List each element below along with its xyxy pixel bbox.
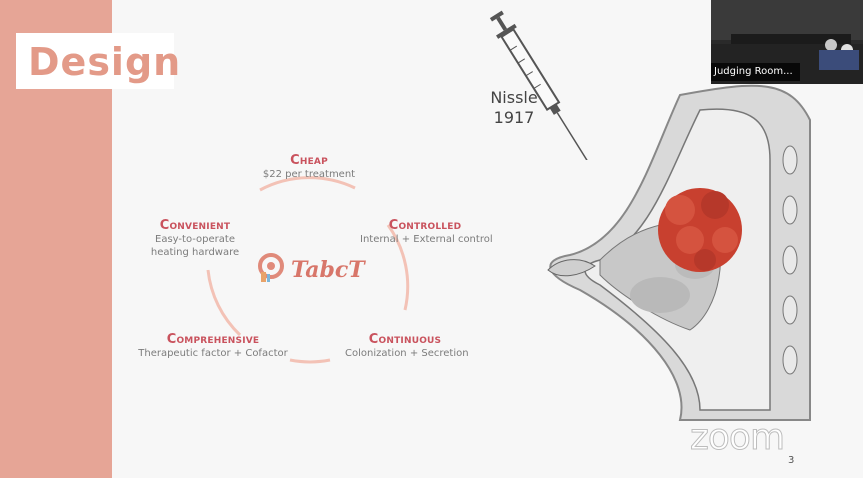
- node-convenient-sub-2: heating hardware: [150, 247, 240, 258]
- logo-mark-icon: [258, 253, 284, 282]
- cycle-ring: [206, 176, 410, 364]
- logo-text: TabcT: [291, 257, 365, 283]
- node-comprehensive-sub: Therapeutic factor + Cofactor: [138, 348, 288, 359]
- node-controlled-sub: Internal + External control: [360, 234, 493, 245]
- tumor-icon: [658, 188, 742, 272]
- node-convenient-label: Convenient: [159, 218, 231, 233]
- node-continuous-label: Continuous: [368, 332, 442, 347]
- syringe-icon: [489, 10, 589, 160]
- ring-arc-left: [206, 269, 242, 337]
- title-box: [16, 33, 174, 89]
- syringe-label: Nissle 1917: [486, 88, 542, 128]
- tabct-logo: TabcT: [255, 248, 375, 288]
- node-comprehensive-label: Comprehensive: [166, 332, 260, 347]
- syringe-label-line-2: 1917: [493, 108, 535, 127]
- syringe-label-line-1: Nissle: [490, 88, 538, 107]
- node-convenient-sub-1: Easy-to-operate: [155, 234, 235, 245]
- node-convenient: Convenient Easy-to-operate heating hardw…: [140, 218, 250, 259]
- node-continuous-sub: Colonization + Secretion: [345, 348, 469, 359]
- video-tile-caption: Judging Room...: [711, 63, 800, 81]
- node-cheap: Cheap $22 per treatment: [259, 153, 359, 181]
- breast-anatomy-illustration: [547, 84, 811, 421]
- zoom-watermark: zoom: [689, 417, 785, 459]
- node-comprehensive: Comprehensive Therapeutic factor + Cofac…: [138, 332, 288, 360]
- node-cheap-label: Cheap: [290, 153, 328, 168]
- ring-arc-bottom: [289, 358, 331, 364]
- slide-title: Design: [28, 40, 182, 84]
- node-controlled: Controlled Internal + External control: [360, 218, 493, 246]
- ring-arc-top: [259, 176, 356, 192]
- page-number: 3: [788, 455, 795, 466]
- node-controlled-label: Controlled: [388, 218, 462, 233]
- ring-arc-right: [386, 224, 410, 311]
- node-continuous: Continuous Colonization + Secretion: [345, 332, 469, 360]
- node-cheap-sub: $22 per treatment: [262, 169, 356, 180]
